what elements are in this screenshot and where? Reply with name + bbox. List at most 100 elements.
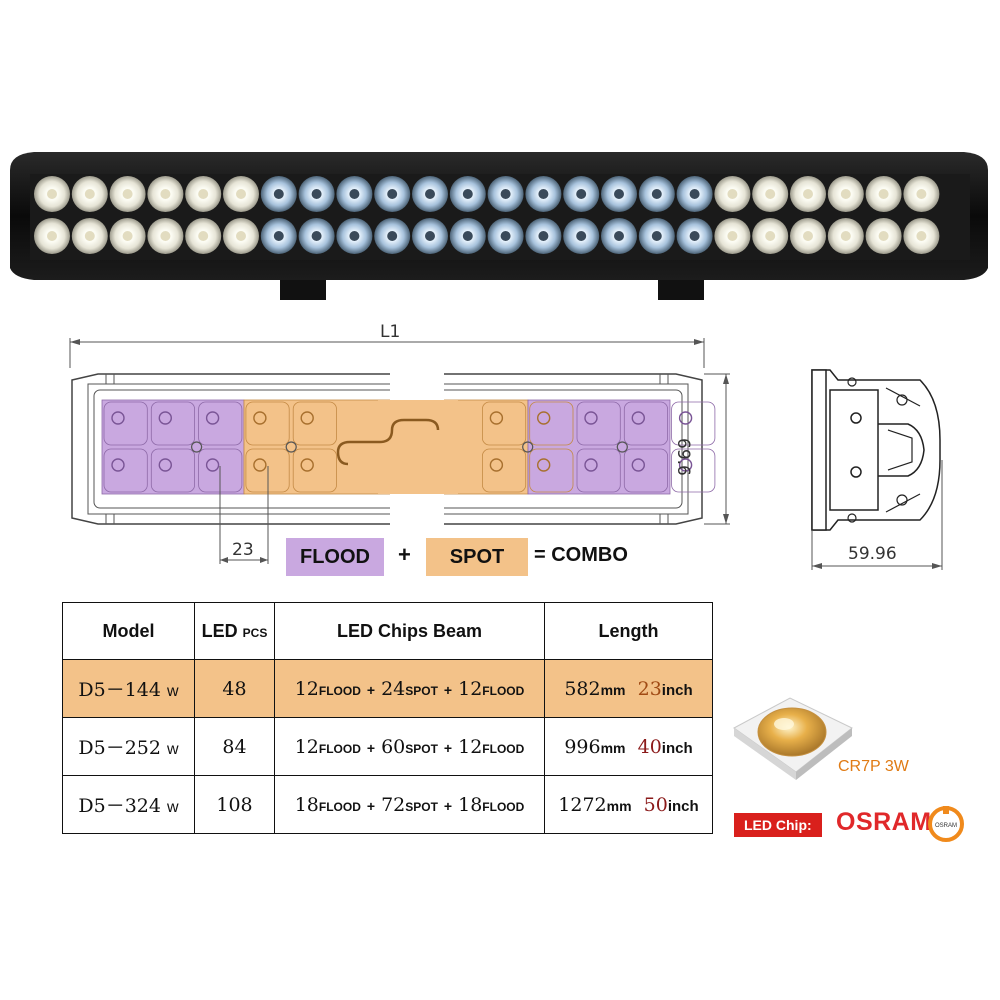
flood-cell bbox=[150, 448, 196, 493]
spot-cell bbox=[529, 448, 574, 493]
table-header-row: Model LED PCS LED Chips Beam Length bbox=[62, 602, 713, 660]
header-led: LED PCS bbox=[194, 602, 275, 660]
led-emitter bbox=[803, 231, 813, 241]
led-emitter bbox=[198, 189, 209, 199]
osram-brand-name: OSRAM bbox=[836, 808, 932, 836]
led-marker bbox=[205, 458, 220, 472]
cell-model: D5－144 w bbox=[62, 659, 195, 718]
cell-led-count: 108 bbox=[194, 775, 275, 834]
led-emitter bbox=[47, 231, 57, 241]
flood-cell bbox=[576, 448, 621, 493]
led-emitter bbox=[84, 231, 95, 241]
cell-led-count: 84 bbox=[194, 717, 275, 776]
led-emitter bbox=[689, 189, 700, 199]
spec-table: Model LED PCS LED Chips Beam Length D5－1… bbox=[62, 602, 713, 834]
screw-marker bbox=[616, 441, 628, 453]
led-emitter bbox=[878, 189, 889, 199]
cell-beam: 12FLOOD+24SPOT+12FLOOD bbox=[274, 659, 545, 718]
length-dimension-label: L1 bbox=[380, 322, 401, 342]
led-emitter bbox=[160, 231, 171, 241]
led-emitter bbox=[651, 231, 662, 241]
led-emitter bbox=[122, 189, 133, 199]
led-emitter bbox=[462, 231, 473, 241]
led-marker bbox=[111, 411, 125, 425]
light-bar-photo bbox=[10, 152, 988, 300]
height-dimension-label: 69.6 bbox=[673, 438, 693, 476]
spot-cell bbox=[292, 401, 337, 446]
depth-dimension-label: 59.96 bbox=[848, 544, 897, 564]
screw-marker bbox=[285, 441, 297, 453]
cell-led-count: 48 bbox=[194, 659, 275, 718]
led-emitter bbox=[122, 231, 133, 241]
spot-cell bbox=[245, 401, 290, 446]
led-marker bbox=[489, 458, 504, 472]
led-emitter bbox=[349, 189, 360, 199]
flood-cell bbox=[103, 448, 148, 493]
flood-legend: FLOOD bbox=[286, 538, 384, 576]
led-emitter bbox=[387, 189, 398, 199]
led-emitter bbox=[840, 231, 851, 241]
led-emitter bbox=[576, 189, 587, 199]
led-emitter bbox=[236, 231, 246, 241]
led-emitter bbox=[47, 189, 57, 199]
spot-legend: SPOT bbox=[426, 538, 528, 576]
led-marker bbox=[300, 458, 314, 472]
flood-cell bbox=[103, 401, 148, 446]
flood-cell bbox=[150, 401, 196, 446]
cell-length: 996mm 40inch bbox=[544, 717, 713, 776]
led-marker bbox=[300, 411, 314, 425]
led-marker bbox=[158, 458, 173, 472]
led-emitter bbox=[236, 189, 246, 199]
led-emitter bbox=[349, 231, 360, 241]
led-emitter bbox=[916, 231, 927, 241]
led-emitter bbox=[425, 231, 435, 241]
flood-cell bbox=[671, 448, 716, 493]
legend-plus: + bbox=[398, 542, 411, 567]
led-marker bbox=[205, 411, 220, 425]
led-emitter bbox=[727, 231, 738, 241]
led-marker bbox=[537, 458, 551, 472]
led-marker bbox=[584, 411, 598, 425]
led-emitter bbox=[538, 231, 549, 241]
led-emitter bbox=[576, 231, 587, 241]
spot-cell bbox=[481, 448, 527, 493]
side-dimension-drawing bbox=[811, 369, 943, 570]
led-emitter bbox=[425, 189, 435, 199]
led-marker bbox=[253, 458, 267, 472]
led-emitter bbox=[916, 189, 927, 199]
flood-cell bbox=[576, 401, 621, 446]
combo-legend: = COMBO bbox=[534, 544, 628, 566]
led-emitter bbox=[689, 231, 700, 241]
cell-length: 1272mm 50inch bbox=[544, 775, 713, 834]
led-emitter bbox=[651, 189, 662, 199]
header-length: Length bbox=[544, 602, 713, 660]
led-emitter bbox=[614, 189, 624, 199]
flood-cell bbox=[623, 401, 668, 446]
led-chip-tag: LED Chip: bbox=[734, 813, 822, 837]
chip-model-label: CR7P 3W bbox=[838, 758, 909, 775]
cell-beam: 12FLOOD+60SPOT+12FLOOD bbox=[274, 717, 545, 776]
header-beam: LED Chips Beam bbox=[274, 602, 545, 660]
led-marker bbox=[631, 458, 645, 472]
front-dimension-drawing bbox=[69, 338, 730, 564]
cell-model: D5－324 w bbox=[62, 775, 195, 834]
led-emitter bbox=[198, 231, 209, 241]
cell-beam: 18FLOOD+72SPOT+18FLOOD bbox=[274, 775, 545, 834]
led-emitter bbox=[84, 189, 95, 199]
led-marker bbox=[537, 411, 551, 425]
led-marker bbox=[678, 458, 693, 472]
led-emitter bbox=[765, 189, 776, 199]
led-cell-grid bbox=[103, 401, 716, 493]
led-lens-grid bbox=[34, 176, 940, 254]
led-marker bbox=[678, 411, 693, 425]
pitch-dimension-label: 23 bbox=[232, 540, 254, 560]
flood-cell bbox=[198, 401, 243, 446]
screw-marker bbox=[522, 441, 534, 453]
cell-model: D5－252 w bbox=[62, 717, 195, 776]
screw-marker bbox=[191, 441, 203, 453]
spot-cell bbox=[529, 401, 574, 446]
led-marker bbox=[111, 458, 125, 472]
led-chip-icon bbox=[733, 697, 853, 780]
